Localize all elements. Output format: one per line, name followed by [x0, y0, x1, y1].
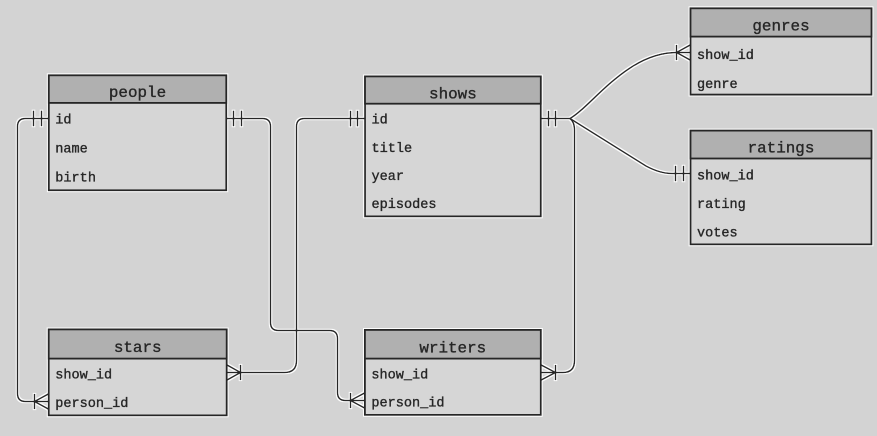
svg-text:genre: genre: [697, 78, 738, 93]
svg-text:people: people: [109, 84, 166, 102]
svg-text:show_id: show_id: [697, 169, 754, 184]
svg-text:show_id: show_id: [697, 49, 754, 64]
svg-text:genres: genres: [752, 18, 809, 36]
svg-text:rating: rating: [697, 198, 746, 213]
svg-text:episodes: episodes: [372, 198, 437, 213]
svg-text:writers: writers: [419, 340, 486, 358]
svg-text:shows: shows: [429, 85, 477, 103]
svg-text:show_id: show_id: [371, 369, 428, 384]
svg-text:id: id: [55, 113, 71, 128]
svg-text:birth: birth: [55, 172, 96, 187]
svg-text:votes: votes: [697, 227, 738, 242]
svg-text:id: id: [372, 114, 388, 129]
svg-text:year: year: [372, 170, 405, 185]
svg-text:title: title: [372, 142, 413, 157]
svg-text:person_id: person_id: [55, 397, 128, 412]
svg-text:stars: stars: [114, 339, 162, 357]
svg-text:person_id: person_id: [371, 397, 444, 412]
svg-text:ratings: ratings: [748, 140, 815, 158]
svg-text:name: name: [55, 142, 88, 157]
svg-text:show_id: show_id: [55, 369, 112, 384]
